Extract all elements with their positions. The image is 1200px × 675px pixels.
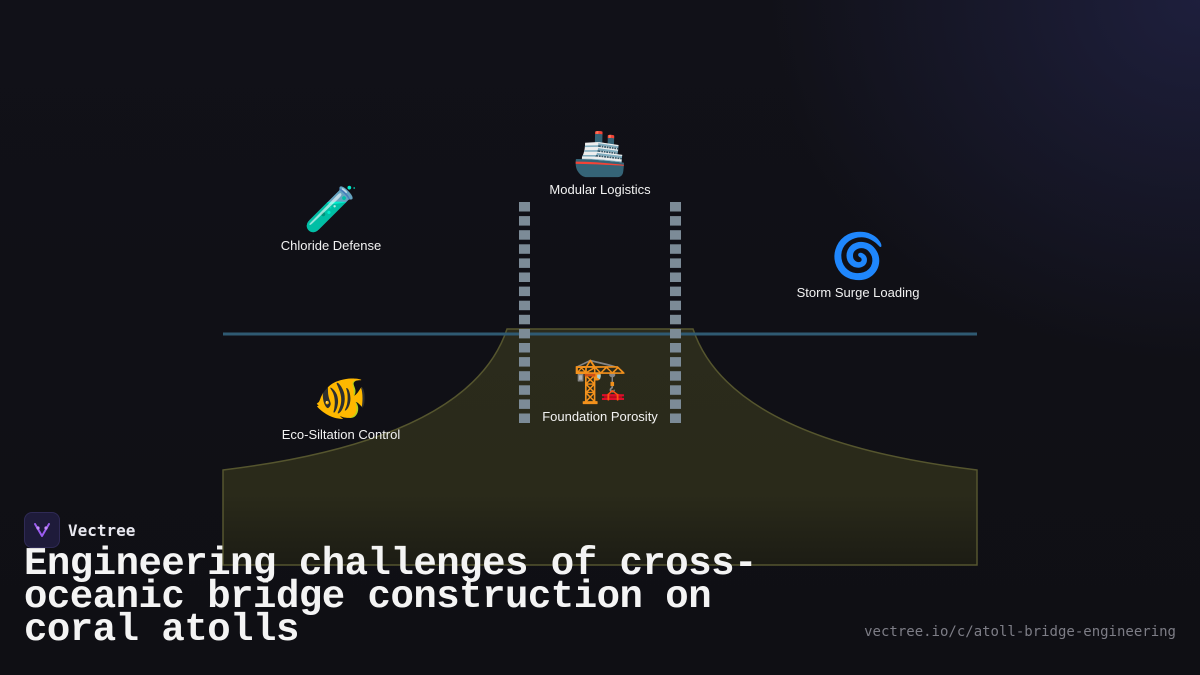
pier-segment <box>519 286 530 297</box>
pier-segment <box>519 272 530 282</box>
pier-segment <box>670 413 681 423</box>
pier-segment <box>519 399 530 409</box>
brand: Vectree <box>24 512 135 548</box>
node-label: Modular Logistics <box>549 182 651 197</box>
atoll-seabed <box>222 328 978 566</box>
pier-segment <box>670 371 681 381</box>
crane-icon: 🏗️ <box>572 356 628 405</box>
pier-segment <box>519 328 530 339</box>
source-url: vectree.io/c/atoll-bridge-engineering <box>864 624 1176 640</box>
pier-segment <box>519 230 530 240</box>
pier-segment <box>519 202 530 212</box>
pier-segment <box>670 286 681 297</box>
node-foundation-porosity: 🏗️ Foundation Porosity <box>542 357 658 425</box>
pier-segment <box>670 216 681 226</box>
pier-segment <box>519 216 530 226</box>
pier-segment <box>670 357 681 367</box>
pier-segment <box>670 328 681 339</box>
pier-segment <box>519 371 530 381</box>
vectree-logo-icon <box>24 512 60 548</box>
pier-segment <box>670 343 681 353</box>
pier-segment <box>670 300 681 311</box>
pier-segment <box>519 314 530 325</box>
pier-segment <box>670 385 681 395</box>
cyclone-icon: 🌀 <box>830 232 886 281</box>
pier-segment <box>670 399 681 409</box>
bridge-pier-left <box>519 202 530 423</box>
pier-segment <box>519 357 530 367</box>
node-label: Storm Surge Loading <box>796 285 920 300</box>
pier-segment <box>670 258 681 268</box>
pier-segment <box>670 272 681 282</box>
pier-segment <box>670 244 681 254</box>
node-eco-siltation-control: 🐠 Eco-Siltation Control <box>282 375 401 443</box>
node-chloride-defense: 🧪 Chloride Defense <box>281 186 381 254</box>
ship-icon: 🚢 <box>572 129 628 178</box>
pier-segment <box>519 258 530 268</box>
pier-segment <box>670 230 681 240</box>
pier-segment <box>670 314 681 325</box>
node-label: Chloride Defense <box>280 238 382 253</box>
pier-segment <box>519 343 530 353</box>
pier-segment <box>670 202 681 212</box>
pier-segment <box>519 300 530 311</box>
fish-icon: 🐠 <box>313 374 369 423</box>
node-label: Eco-Siltation Control <box>281 427 401 442</box>
page-title: Engineering challenges of cross-oceanic … <box>24 542 757 652</box>
pier-segment <box>519 244 530 254</box>
node-modular-logistics: 🚢 Modular Logistics <box>549 130 650 198</box>
node-storm-surge-loading: 🌀 Storm Surge Loading <box>797 233 920 301</box>
bridge-pier-right <box>670 202 681 423</box>
pier-segment <box>519 385 530 395</box>
test-tube-icon: 🧪 <box>303 185 359 234</box>
node-label: Foundation Porosity <box>542 409 658 424</box>
pier-segment <box>519 413 530 423</box>
brand-name: Vectree <box>68 520 136 540</box>
